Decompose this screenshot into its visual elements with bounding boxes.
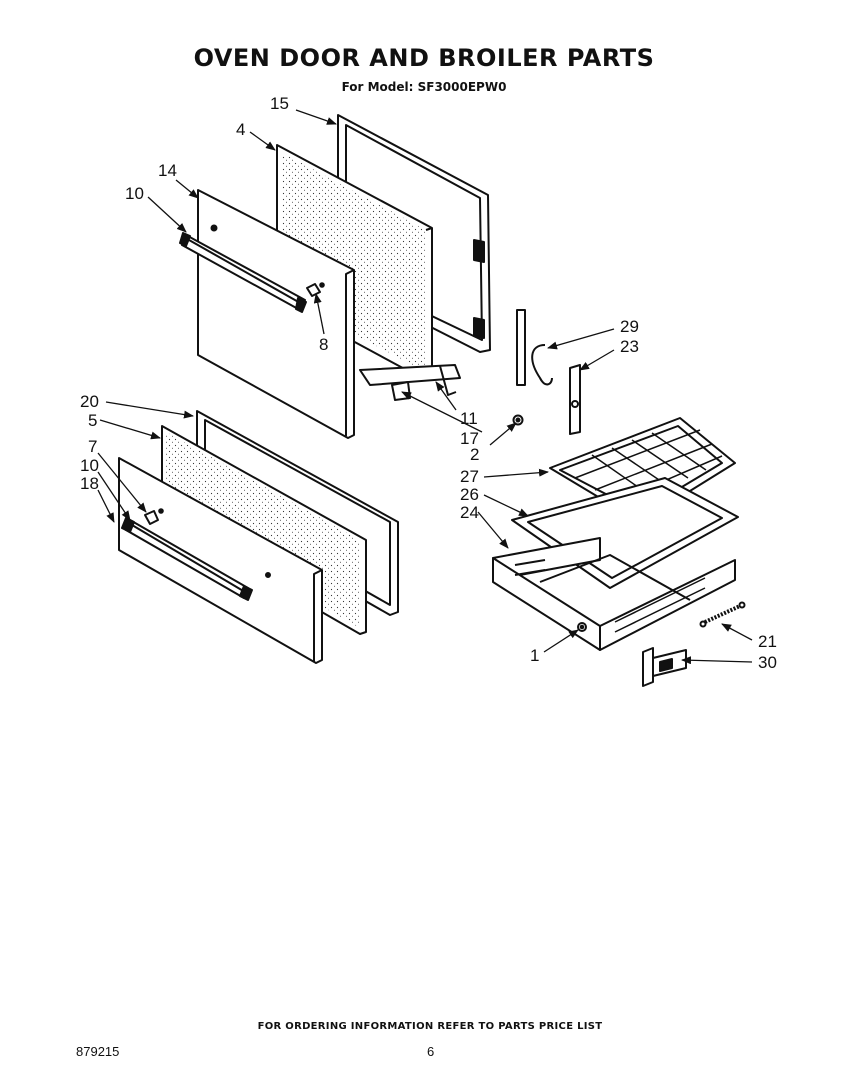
callout-27: 27 [460,467,479,486]
oven-door-panel [197,189,355,439]
document-number: 879215 [76,1044,120,1059]
callout-1: 1 [530,646,539,665]
callout-labels: 15 4 14 10 8 29 23 11 17 2 20 5 7 10 18 … [80,94,777,672]
callout-17: 17 [460,429,479,448]
page-title: OVEN DOOR AND BROILER PARTS [193,44,655,72]
callout-23: 23 [620,337,639,356]
page-number: 6 [427,1044,435,1059]
model-subtitle: For Model: SF3000EPW0 [341,80,507,94]
broiler-door-handle [121,517,253,601]
hinge-arm [516,309,553,386]
broiler-handle-cap [144,508,164,525]
leader-lines [97,109,753,665]
ordering-note: FOR ORDERING INFORMATION REFER TO PARTS … [257,1021,603,1032]
callout-29: 29 [620,317,639,336]
callout-5: 5 [88,411,97,430]
callout-20: 20 [80,392,99,411]
callout-10-lower: 10 [80,456,99,475]
callout-4: 4 [236,120,245,139]
drawer-spring [699,601,746,628]
callout-11: 11 [460,409,478,428]
oven-door-handle [179,232,307,313]
callout-30: 30 [758,653,777,672]
callout-21: 21 [758,632,777,651]
drawer-stop-bracket [642,647,687,687]
screw-part [512,414,524,426]
door-handle-bracket [306,282,325,297]
callout-15: 15 [270,94,289,113]
broiler-drawer [492,537,736,651]
callout-24: 24 [460,503,479,522]
callout-18: 18 [80,474,99,493]
drawer-bolt [577,622,587,632]
callout-8: 8 [319,335,328,354]
callout-26: 26 [460,485,479,504]
callout-10-upper: 10 [125,184,144,203]
hinge-bracket [569,364,581,435]
callout-7: 7 [88,437,97,456]
callout-14: 14 [158,161,177,180]
callout-2: 2 [470,445,479,464]
broiler-pan [511,477,739,589]
broiler-door-panel [118,457,323,664]
